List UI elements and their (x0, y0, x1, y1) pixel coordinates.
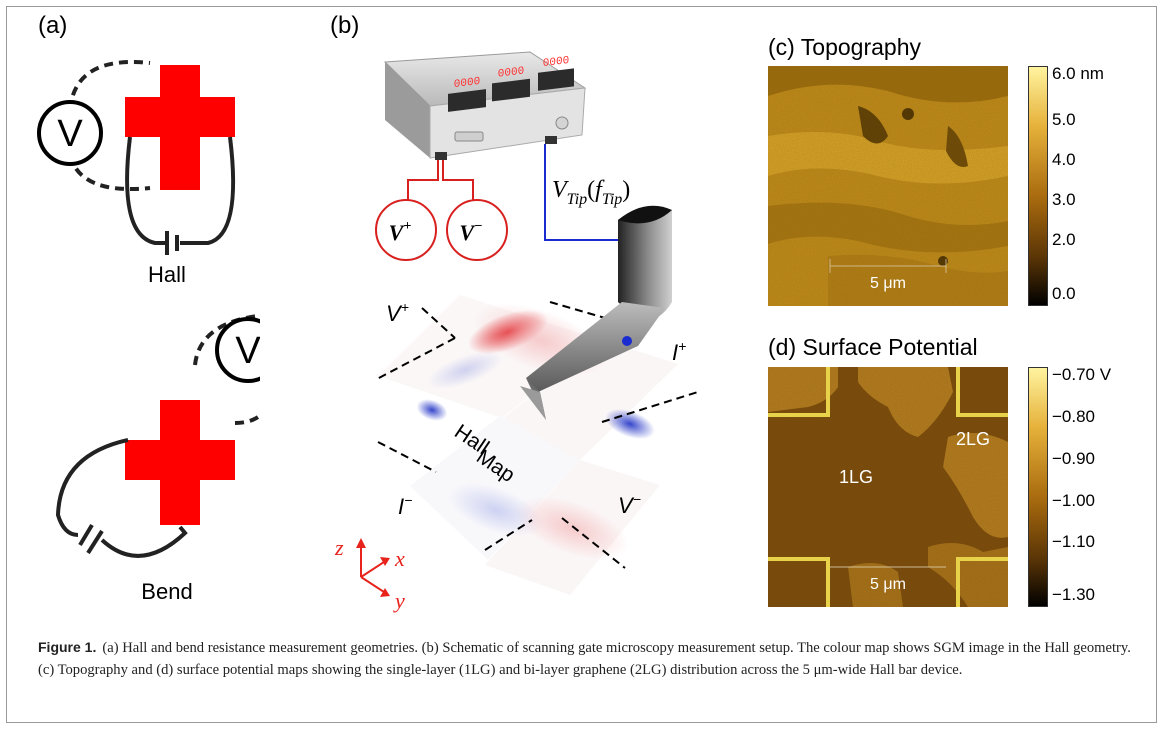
hall-map (374, 295, 699, 595)
terminal-vminus-label: V− (459, 219, 482, 245)
cb-d-tick-1: −0.80 (1052, 407, 1096, 426)
figure-frame (6, 6, 1157, 723)
cb-c-tick-4: 2.0 (1052, 230, 1076, 249)
voltmeter-symbol-bend: V (235, 330, 260, 372)
panel-b-diagram: 0000 0000 0000 V+ V− VTip(fTip) (334, 51, 699, 613)
axes-icon (356, 538, 390, 597)
axis-z-label: z (334, 535, 344, 560)
topography-map: 5 μm (768, 66, 1008, 306)
voltmeter-icon-bend (215, 317, 260, 383)
corner-iplus: I+ (672, 338, 686, 365)
topography-colorbar-ticks: 6.0 nm 5.0 4.0 3.0 2.0 0.0 (1052, 64, 1152, 306)
label-2lg: 2LG (956, 429, 990, 449)
bend-geometry: V (55, 313, 260, 558)
surface-colorbar-ticks: −0.70 V −0.80 −0.90 −1.00 −1.10 −1.30 (1052, 365, 1152, 607)
panel-d-title: (d) Surface Potential (768, 334, 978, 360)
caption-label: Figure 1. (38, 639, 97, 655)
panel-b-label: (b) (330, 12, 360, 39)
voltmeter-symbol-hall: V (57, 113, 83, 155)
cb-d-tick-4: −1.10 (1052, 532, 1096, 551)
corner-vminus: V− (618, 491, 641, 518)
corner-iminus: I− (398, 492, 412, 519)
surface-potential-map: 5 μm 1LG 2LG (768, 367, 1008, 607)
voltmeter-icon-hall (37, 100, 103, 166)
cb-d-tick-3: −1.00 (1052, 491, 1096, 510)
terminal-vplus (375, 199, 437, 261)
topography-colorbar (1028, 66, 1048, 306)
display-1: 0000 (454, 76, 480, 91)
corner-vplus: V+ (386, 299, 409, 326)
cb-d-tick-2: −0.90 (1052, 449, 1096, 468)
surface-scale-bar: 5 μm (870, 576, 906, 593)
figure-caption: Figure 1.(a) Hall and bend resistance me… (38, 636, 1133, 681)
afm-tip (520, 205, 672, 420)
cb-c-tick-5: 0.0 (1052, 284, 1076, 303)
display-2: 0000 (498, 66, 524, 81)
surface-potential-colorbar (1028, 367, 1048, 607)
topography-scale-bar: 5 μm (870, 275, 906, 292)
bend-label: Bend (141, 579, 192, 604)
hall-geometry: V (37, 60, 236, 255)
battery-icon-bend (78, 523, 94, 547)
panel-a-label: (a) (38, 12, 68, 39)
panel-c-title: (c) Topography (768, 34, 921, 60)
label-1lg: 1LG (839, 467, 873, 487)
cb-c-tick-3: 3.0 (1052, 190, 1076, 209)
display-3: 0000 (543, 55, 569, 70)
cb-c-tick-2: 4.0 (1052, 150, 1076, 169)
bend-cross-horizontal (125, 440, 235, 480)
lock-in-instrument: 0000 0000 0000 (383, 51, 587, 160)
cb-c-tick-1: 5.0 (1052, 110, 1076, 129)
hall-label: Hall (148, 262, 186, 287)
terminal-vminus (446, 199, 508, 261)
tip-voltage-label: VTip(fTip) (552, 177, 630, 208)
hall-cross-horizontal (125, 97, 235, 137)
panel-a-diagram: V Hall V Bend (37, 60, 260, 604)
axis-y-label: y (393, 588, 405, 613)
terminal-vplus-label: V+ (389, 219, 412, 245)
cb-c-tick-0: 6.0 nm (1052, 64, 1104, 83)
caption-text: (a) Hall and bend resistance measurement… (38, 640, 1131, 678)
axis-x-label: x (394, 546, 405, 571)
cb-d-tick-0: −0.70 V (1052, 365, 1112, 384)
cb-d-tick-5: −1.30 (1052, 585, 1096, 604)
